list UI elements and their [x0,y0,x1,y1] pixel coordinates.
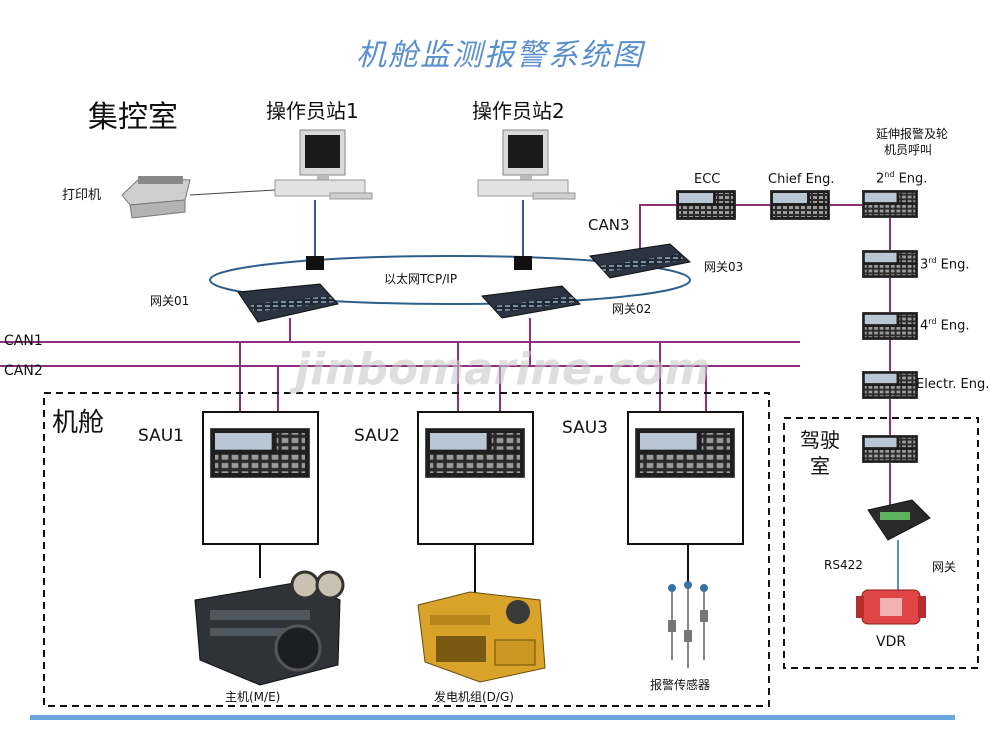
second-eng-label: 2nd Eng. [876,170,927,186]
bridge-panel [862,435,918,463]
sau2-unit [418,412,533,544]
ethernet-label: 以太网TCP/IP [384,270,457,287]
bridge-label-line1: 驾驶 [800,424,840,453]
gateway02-label: 网关02 [612,300,651,317]
station2-connector [514,256,532,270]
ext-alarm-label-line2: 机员呼叫 [884,141,932,158]
sau1-unit [203,412,318,544]
third-eng-panel [862,250,918,278]
can2-label: CAN2 [4,363,43,379]
station1-connector [306,256,324,270]
sau1-label: SAU1 [138,426,184,446]
station2-label: 操作员站2 [472,95,565,124]
gateway03-device [590,244,690,278]
can1-label: CAN1 [4,333,43,349]
control-room-label: 集控室 [88,92,178,136]
watermark: jinbomarine.com [295,344,711,395]
alarm-sensor-label: 报警传感器 [650,676,710,693]
fourth-eng-label: 4rd Eng. [920,317,970,333]
main-engine-label: 主机(M/E) [225,688,280,705]
ext-alarm-label-line1: 延伸报警及轮 [876,125,948,142]
printer-label: 打印机 [62,184,101,203]
generator-label: 发电机组(D/G) [434,688,514,705]
electr-eng-panel [862,371,918,399]
printer-device [122,176,190,218]
ecc-panel [676,190,736,220]
ecc-label: ECC [694,172,720,187]
station1-label: 操作员站1 [266,95,359,124]
main-engine-image [195,572,343,685]
fourth-eng-panel [862,312,918,340]
bridge-label-line2: 室 [810,450,830,479]
gateway02-device [482,286,580,318]
electr-eng-label: Electr. Eng. [916,377,989,392]
rs422-gateway-device [868,500,930,540]
bottom-bar [30,715,955,720]
gateway-label: 网关 [932,558,956,575]
sau3-unit [628,412,743,544]
gateway03-label: 网关03 [704,258,743,275]
sau3-label: SAU3 [562,418,608,438]
chief-eng-panel [770,190,830,220]
printer-cable [190,190,275,195]
vdr-label: VDR [876,634,906,650]
operator-station1-pc [275,130,372,199]
rs422-label: RS422 [824,558,863,572]
alarm-sensor-image [668,581,708,668]
diagram-title: 机舱监测报警系统图 [0,30,1000,74]
generator-image [418,592,545,682]
can3-label: CAN3 [588,216,630,234]
chief-eng-label: Chief Eng. [768,172,834,187]
vdr-device [856,590,926,624]
second-eng-panel [862,190,918,218]
engine-room-label: 机舱 [52,402,104,439]
third-eng-label: 3rd Eng. [920,256,970,272]
operator-station2-pc [478,130,575,199]
sau2-label: SAU2 [354,426,400,446]
gateway01-label: 网关01 [150,292,189,309]
gateway01-device [238,284,338,322]
